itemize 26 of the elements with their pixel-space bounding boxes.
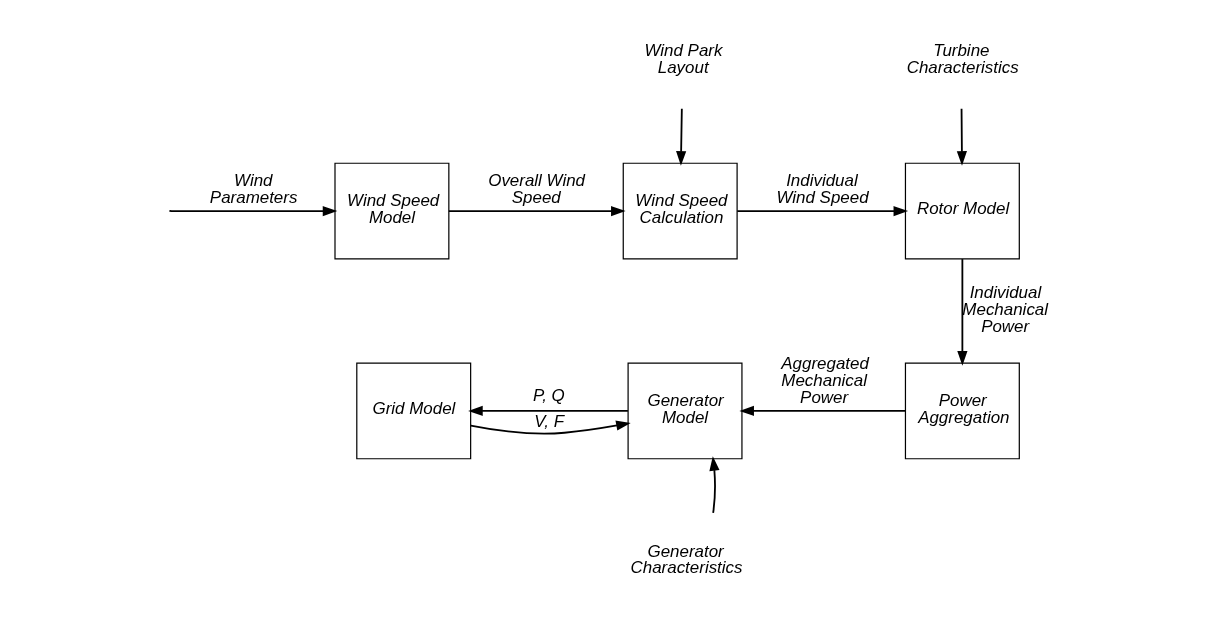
node-text: Generator Characteristics (630, 541, 743, 578)
edge-label: Wind Parameters (209, 170, 298, 207)
node-text: Turbine Characteristics (906, 41, 1019, 78)
arrow (447, 205, 626, 217)
edge-label: Individual Wind Speed (776, 170, 869, 207)
edge-label: Aggregated Mechanical Power (781, 353, 869, 407)
node-box: Grid Model (356, 362, 472, 460)
edge-label: P, Q (533, 386, 565, 406)
node-box: Wind Speed Model (334, 162, 450, 260)
arrow (736, 205, 909, 217)
node-box: Generator Model (627, 362, 743, 460)
arrow (676, 107, 687, 166)
node-box: Wind Speed Calculation (622, 162, 738, 260)
node-box: Power Aggregation (904, 362, 1020, 460)
arrow (957, 258, 968, 366)
edge-label: V, F (534, 411, 565, 431)
arrow (739, 405, 907, 417)
arrow (709, 456, 720, 514)
edge-label: Individual Mechanical Power (962, 282, 1049, 336)
node-text: Wind Park Layout (644, 41, 723, 78)
arrow (170, 205, 338, 217)
arrow (469, 420, 631, 435)
arrow (956, 107, 967, 166)
node-box: Rotor Model (904, 162, 1020, 260)
edge-label: Overall Wind Speed (488, 170, 586, 207)
arrow (468, 405, 629, 417)
